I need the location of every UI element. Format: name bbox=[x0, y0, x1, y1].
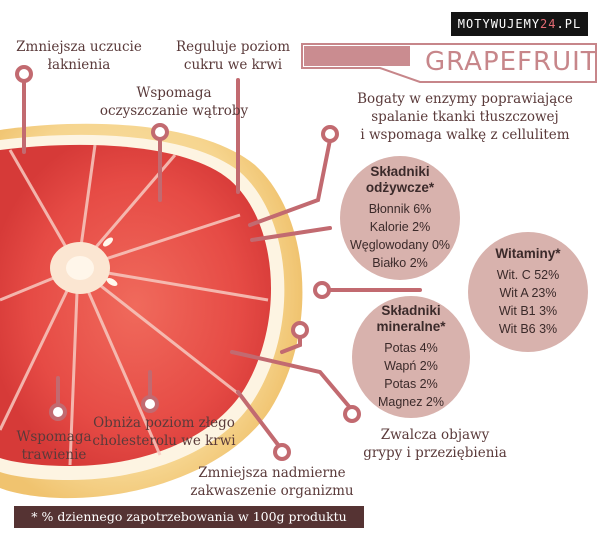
grapefruit-pulp bbox=[0, 144, 272, 466]
vitamins-title: Witaminy* bbox=[495, 246, 561, 261]
benefit-sugar: Reguluje poziom cukru we krwi bbox=[175, 39, 291, 73]
nutrient-item: Kalorie 2% bbox=[369, 220, 431, 234]
mineral-item: Potas 2% bbox=[384, 377, 438, 391]
benefit-acidification: Zmniejsza nadmierne zakwaszenie organizm… bbox=[190, 465, 354, 499]
vitamin-item: Wit B1 3% bbox=[498, 304, 558, 318]
page-title: GRAPEFRUIT bbox=[425, 47, 598, 77]
mineral-item: Wapń 2% bbox=[384, 359, 438, 373]
vitamin-item: Wit A 23% bbox=[499, 286, 557, 300]
minerals-title: Składniki mineralne* bbox=[376, 303, 446, 334]
nutrient-item: Białko 2% bbox=[372, 256, 428, 270]
benefit-liver: Wspomaga oczyszczanie wątroby bbox=[99, 85, 249, 119]
nutrients-bubble: Składniki odżywcze* Błonnik 6% Kalorie 2… bbox=[340, 156, 460, 280]
benefit-digestion: Wspomaga trawienie bbox=[16, 429, 92, 463]
logo-text-suffix: .PL bbox=[556, 17, 582, 31]
minerals-bubble: Składniki mineralne* Potas 4% Wapń 2% Po… bbox=[352, 296, 470, 418]
benefit-enzymes: Bogaty w enzymy poprawiające spalanie tk… bbox=[357, 91, 573, 143]
vitamins-bubble: Witaminy* Wit. C 52% Wit A 23% Wit B1 3%… bbox=[468, 232, 588, 352]
vitamin-item: Wit. C 52% bbox=[496, 268, 560, 282]
mineral-item: Magnez 2% bbox=[377, 395, 444, 409]
nutrient-item: Błonnik 6% bbox=[368, 202, 432, 216]
logo-text-accent: 24 bbox=[540, 17, 557, 31]
nutrient-item: Węglowodany 0% bbox=[349, 238, 451, 252]
benefit-cholesterol: Obniża poziom złego cholesterolu we krwi bbox=[92, 415, 236, 449]
vitamin-item: Wit B6 3% bbox=[498, 322, 558, 336]
logo-text-main: MOTYWUJEMY bbox=[457, 17, 541, 31]
footer-note: * % dziennego zapotrzebowania w 100g pro… bbox=[14, 506, 364, 528]
mineral-item: Potas 4% bbox=[384, 341, 438, 355]
title-banner bbox=[301, 43, 597, 83]
benefit-hunger: Zmniejsza uczucie łaknienia bbox=[16, 39, 142, 73]
nutrients-title: Składniki odżywcze* bbox=[365, 164, 435, 195]
benefit-flu: Zwalcza objawy grypy i przeziębienia bbox=[363, 427, 507, 461]
